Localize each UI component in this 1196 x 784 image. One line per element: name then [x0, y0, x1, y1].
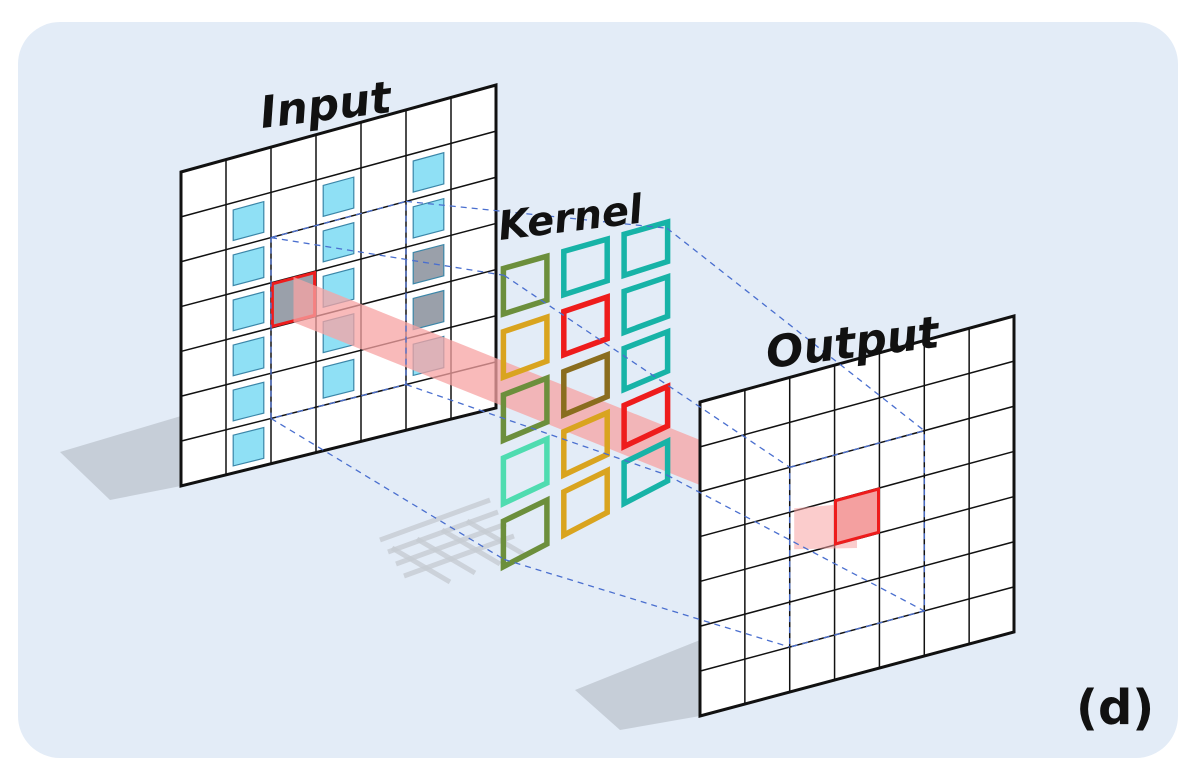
- input-filled-cell: [412, 151, 445, 193]
- input-grid-line: [180, 314, 497, 398]
- input-filled-cell: [322, 176, 355, 218]
- kernel-shadow-line: [403, 533, 515, 579]
- kernel-shadow-line: [415, 536, 477, 576]
- input-filled-cell: [232, 426, 265, 467]
- projection-line: [666, 474, 925, 612]
- kernel-shadow-line: [390, 545, 452, 585]
- kernel-cell: [500, 434, 550, 508]
- kernel-cell: [500, 495, 550, 572]
- input-grid: [179, 83, 498, 488]
- kernel-shadow-line: [440, 527, 502, 567]
- output-shadow: [575, 640, 700, 730]
- projection-line: [503, 274, 791, 468]
- kernel-cell: [621, 218, 671, 280]
- kernel-cell: [561, 466, 610, 540]
- projection-line: [270, 417, 505, 560]
- kernel-cell: [621, 272, 671, 337]
- input-receptive-field: [270, 200, 407, 420]
- output-highlight-cell: [834, 487, 880, 546]
- kernel-shadow-line: [379, 497, 491, 543]
- kernel-cell: [500, 252, 550, 318]
- input-filled-cell: [412, 243, 445, 285]
- input-filled-cell: [322, 221, 355, 263]
- input-filled-cell: [412, 197, 445, 239]
- input-grid-line: [180, 130, 497, 218]
- input-filled-cell: [232, 336, 265, 377]
- input-filled-cell: [232, 200, 265, 242]
- projection-line: [503, 558, 790, 648]
- projection-lines: [270, 200, 925, 648]
- kernel-cell: [500, 374, 550, 445]
- input-shadow: [60, 416, 181, 500]
- kernel-cell: [561, 293, 610, 359]
- panel-tag: (d): [1076, 680, 1154, 736]
- input-grid-line: [180, 222, 497, 308]
- input-filled-cell: [412, 289, 445, 331]
- input-filled-cell: [232, 381, 265, 422]
- kernel-cell: [621, 382, 671, 451]
- kernel-cell: [561, 235, 610, 299]
- input-filled-cell: [232, 246, 265, 287]
- output-grid-line: [699, 540, 1015, 628]
- output-grid-line: [699, 360, 1015, 448]
- shadows: [60, 416, 700, 730]
- kernel-shadow-line: [465, 518, 527, 558]
- output-grid: [698, 314, 1016, 718]
- projection-line: [405, 383, 668, 476]
- kernel-cell: [621, 436, 671, 509]
- kernel-cell: [621, 327, 671, 394]
- kernel-cell: [500, 313, 550, 382]
- kernel-cell: [561, 350, 610, 420]
- input-filled-cell: [232, 291, 265, 332]
- input-filled-cell: [322, 358, 355, 399]
